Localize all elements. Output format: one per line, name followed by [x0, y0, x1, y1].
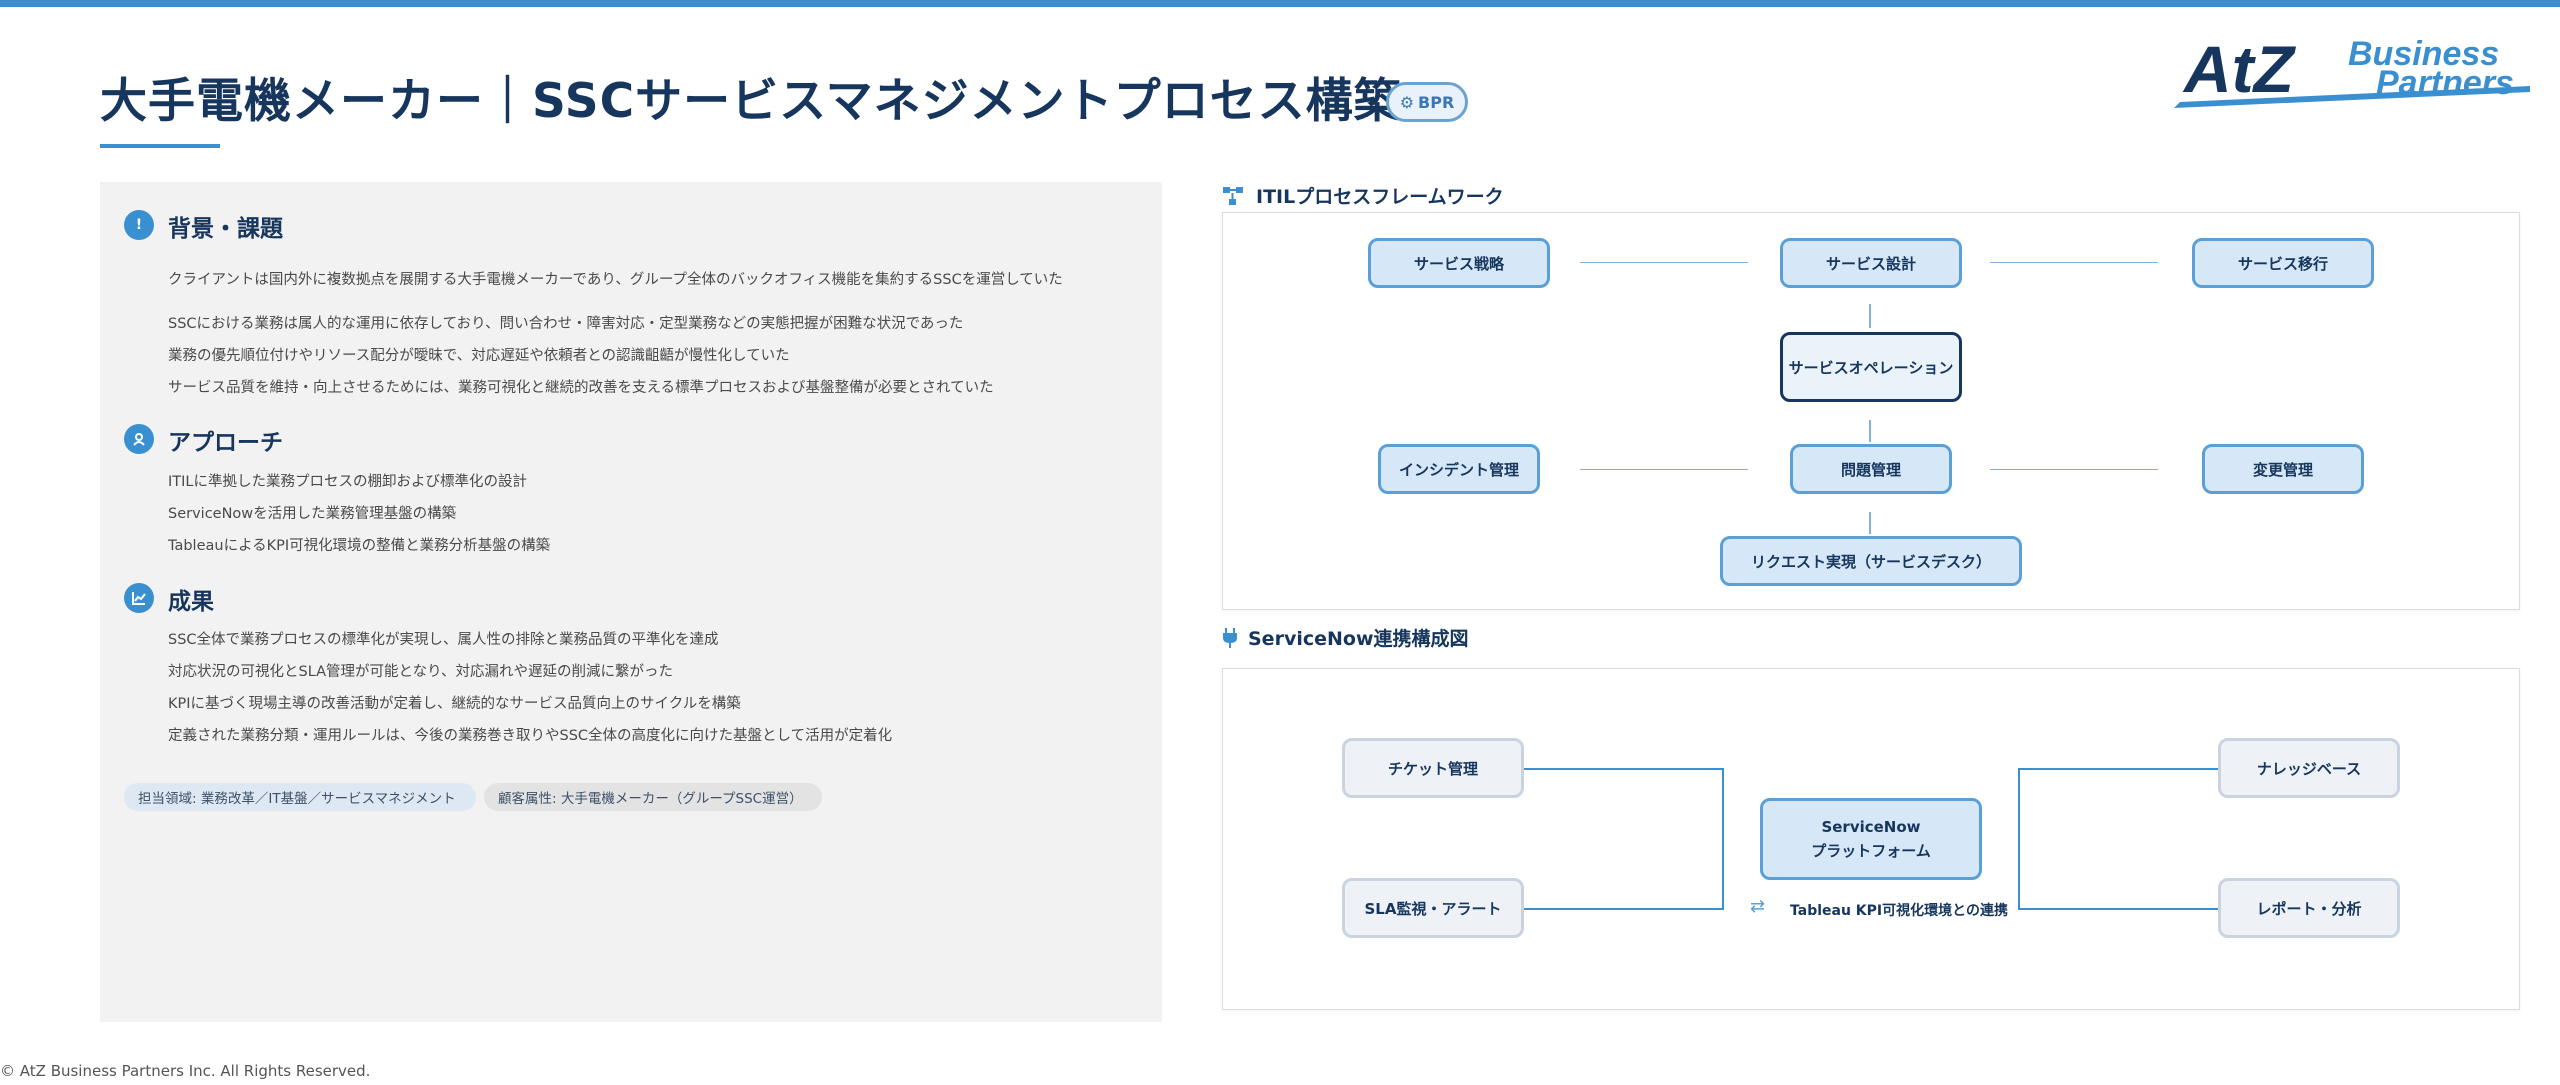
connector	[1869, 512, 1871, 534]
connector	[2018, 908, 2220, 910]
results-item: 対応状況の可視化とSLA管理が可能となり、対応漏れや遅延の削減に繋がった	[168, 664, 674, 680]
approach-item: TableauによるKPI可視化環境の整備と業務分析基盤の構築	[168, 538, 551, 554]
connector	[1522, 908, 1724, 910]
chart-line-icon	[124, 583, 154, 613]
node-service-strategy: サービス戦略	[1368, 238, 1550, 288]
approach-title: アプローチ	[168, 430, 283, 456]
overview-panel	[100, 182, 1162, 1022]
approach-item: ITILに準拠した業務プロセスの棚卸および標準化の設計	[168, 474, 527, 490]
background-item: サービス品質を維持・向上させるためには、業務可視化と継続的改善を支える標準プロセ…	[168, 380, 994, 396]
results-item: SSC全体で業務プロセスの標準化が実現し、属人性の排除と業務品質の平準化を達成	[168, 632, 719, 648]
node-knowledge-base: ナレッジベース	[2218, 738, 2400, 798]
title-underline	[100, 144, 220, 148]
connector	[2018, 768, 2220, 770]
servicenow-title: ServiceNow連携構成図	[1248, 628, 1469, 650]
results-title: 成果	[168, 589, 214, 615]
company-logo: AtZ Business Partners	[2174, 32, 2530, 108]
approach-icon	[124, 424, 154, 454]
node-report-analysis: レポート・分析	[2218, 878, 2400, 938]
node-change-management: 変更管理	[2202, 444, 2364, 494]
connector	[1869, 420, 1871, 442]
tableau-integration-label: Tableau KPI可視化環境との連携	[1790, 903, 2008, 919]
results-item: KPIに基づく現場主導の改善活動が定着し、継続的なサービス品質向上のサイクルを構…	[168, 696, 741, 712]
logo-partners: Partners	[2376, 64, 2514, 102]
bpr-badge: ⚙ BPR	[1386, 82, 1468, 122]
node-request-fulfillment: リクエスト実現（サービスデスク）	[1720, 536, 2022, 586]
connector	[2018, 768, 2020, 910]
background-title: 背景・課題	[168, 216, 283, 242]
connector	[1869, 304, 1871, 328]
platform-label-line2: プラットフォーム	[1811, 842, 1931, 860]
connector	[1990, 262, 2158, 263]
plug-icon	[1222, 627, 1238, 654]
connector	[1722, 768, 1724, 910]
client-tag: 顧客属性: 大手電機メーカー（グループSSC運営）	[484, 783, 822, 811]
copyright: © AtZ Business Partners Inc. All Rights …	[0, 1062, 371, 1080]
background-item: クライアントは国内外に複数拠点を展開する大手電機メーカーであり、グループ全体のバ…	[168, 272, 1063, 288]
top-accent-bar	[0, 0, 2560, 7]
platform-label-line1: ServiceNow	[1821, 818, 1921, 836]
node-sla-monitoring: SLA監視・アラート	[1342, 878, 1524, 938]
node-problem-management: 問題管理	[1790, 444, 1952, 494]
connector	[1990, 469, 2158, 470]
node-service-design: サービス設計	[1780, 238, 1962, 288]
background-item: SSCにおける業務は属人的な運用に依存しており、問い合わせ・障害対応・定型業務な…	[168, 316, 964, 332]
node-incident-management: インシデント管理	[1378, 444, 1540, 494]
logo-atz: AtZ	[2182, 32, 2297, 106]
node-ticket-management: チケット管理	[1342, 738, 1524, 798]
results-item: 定義された業務分類・運用ルールは、今後の業務巻き取りやSSC全体の高度化に向けた…	[168, 728, 893, 744]
sitemap-icon	[1222, 186, 1244, 211]
itil-title: ITILプロセスフレームワーク	[1256, 186, 1504, 208]
connector	[1580, 262, 1748, 263]
approach-item: ServiceNowを活用した業務管理基盤の構築	[168, 506, 457, 522]
background-item: 業務の優先順位付けやリソース配分が曖昧で、対応遅延や依頼者との認識齟齬が慢性化し…	[168, 348, 790, 364]
bpr-badge-label: BPR	[1418, 92, 1455, 112]
domain-tag: 担当領域: 業務改革／IT基盤／サービスマネジメント	[124, 783, 476, 811]
node-servicenow-platform: ServiceNow プラットフォーム	[1760, 798, 1982, 880]
node-service-operation: サービスオペレーション	[1780, 332, 1962, 402]
page-title: 大手電機メーカー｜SSCサービスマネジメントプロセス構築	[100, 74, 1402, 129]
connector	[1580, 469, 1748, 470]
exchange-icon: ⇄	[1750, 896, 1766, 917]
alert-icon: !	[124, 210, 154, 240]
logo-business: Business	[2348, 35, 2499, 73]
node-service-transition: サービス移行	[2192, 238, 2374, 288]
connector	[1522, 768, 1724, 770]
gears-icon: ⚙	[1399, 92, 1415, 112]
